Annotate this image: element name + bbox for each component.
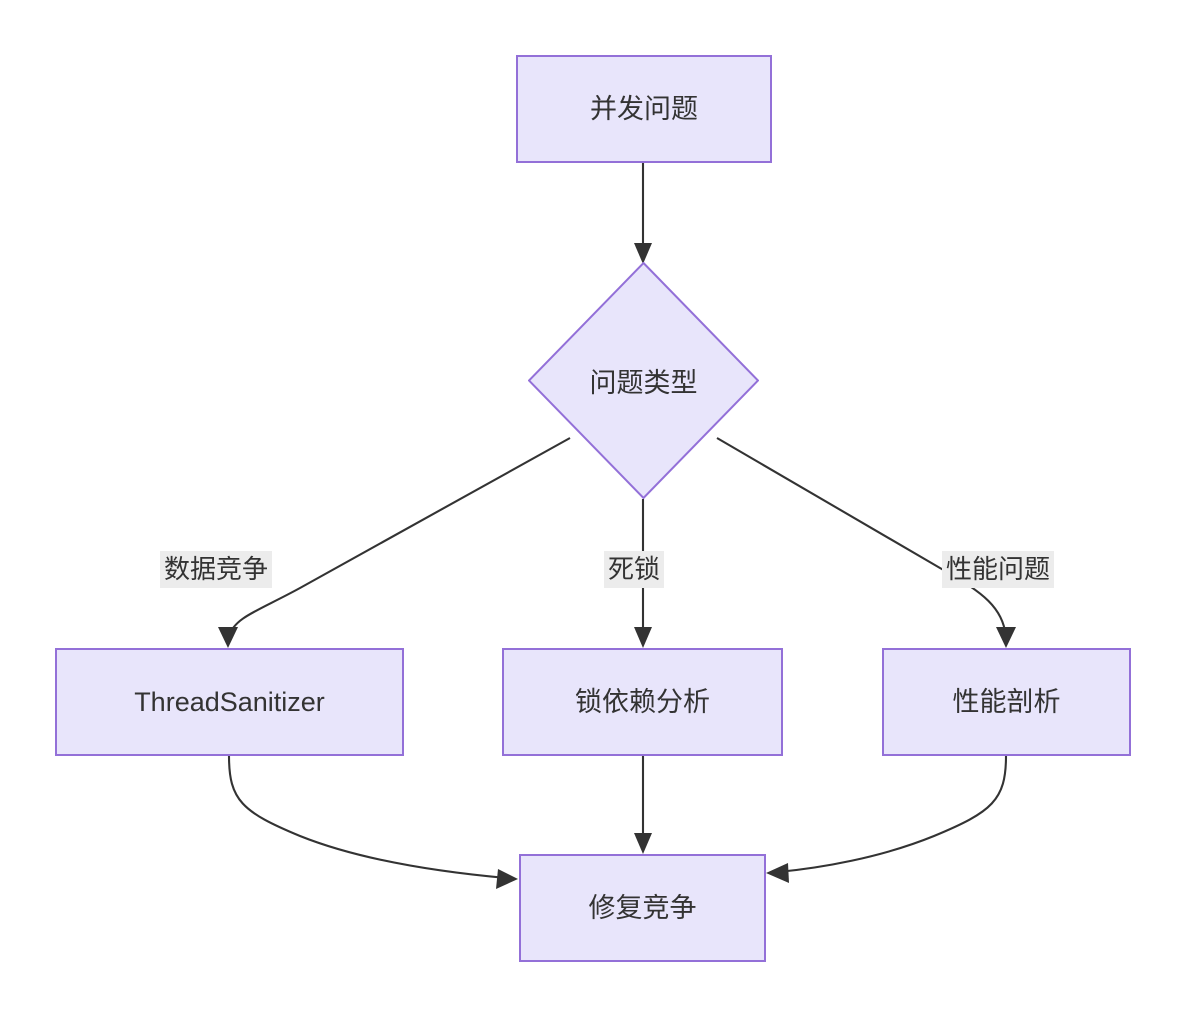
node-performance-profiling-label: 性能剖析 (952, 686, 1061, 717)
node-decision-type-label: 问题类型 (589, 368, 698, 398)
node-threadsanitizer-label: ThreadSanitizer (134, 686, 325, 717)
edge-label-performance-issue: 性能问题 (942, 551, 1055, 588)
edge-label-deadlock-text: 死锁 (608, 554, 661, 584)
node-start-label: 并发问题 (590, 93, 698, 124)
node-decision-type[interactable]: 问题类型 (528, 262, 759, 499)
node-fix-race-label: 修复竞争 (588, 892, 697, 923)
node-threadsanitizer[interactable]: ThreadSanitizer (55, 648, 404, 756)
edge-label-data-race-text: 数据竞争 (164, 554, 269, 584)
node-lock-dependency-analysis[interactable]: 锁依赖分析 (502, 648, 783, 756)
node-fix-race[interactable]: 修复竞争 (519, 854, 766, 962)
edge-start-to-type (634, 163, 652, 264)
edge-label-data-race: 数据竞争 (160, 551, 273, 588)
edge-profile-to-fix (766, 755, 1008, 883)
edge-type-to-tsan (218, 437, 571, 648)
node-start[interactable]: 并发问题 (516, 55, 772, 163)
edge-label-performance-issue-text: 性能问题 (946, 554, 1051, 584)
edge-label-deadlock: 死锁 (604, 551, 665, 588)
edge-lockdep-to-fix (634, 756, 652, 854)
edge-type-to-profile (716, 437, 1016, 648)
edge-tsan-to-fix (227, 755, 518, 889)
diamond-shape (528, 262, 759, 499)
node-performance-profiling[interactable]: 性能剖析 (882, 648, 1131, 756)
node-lock-dependency-analysis-label: 锁依赖分析 (575, 686, 710, 717)
